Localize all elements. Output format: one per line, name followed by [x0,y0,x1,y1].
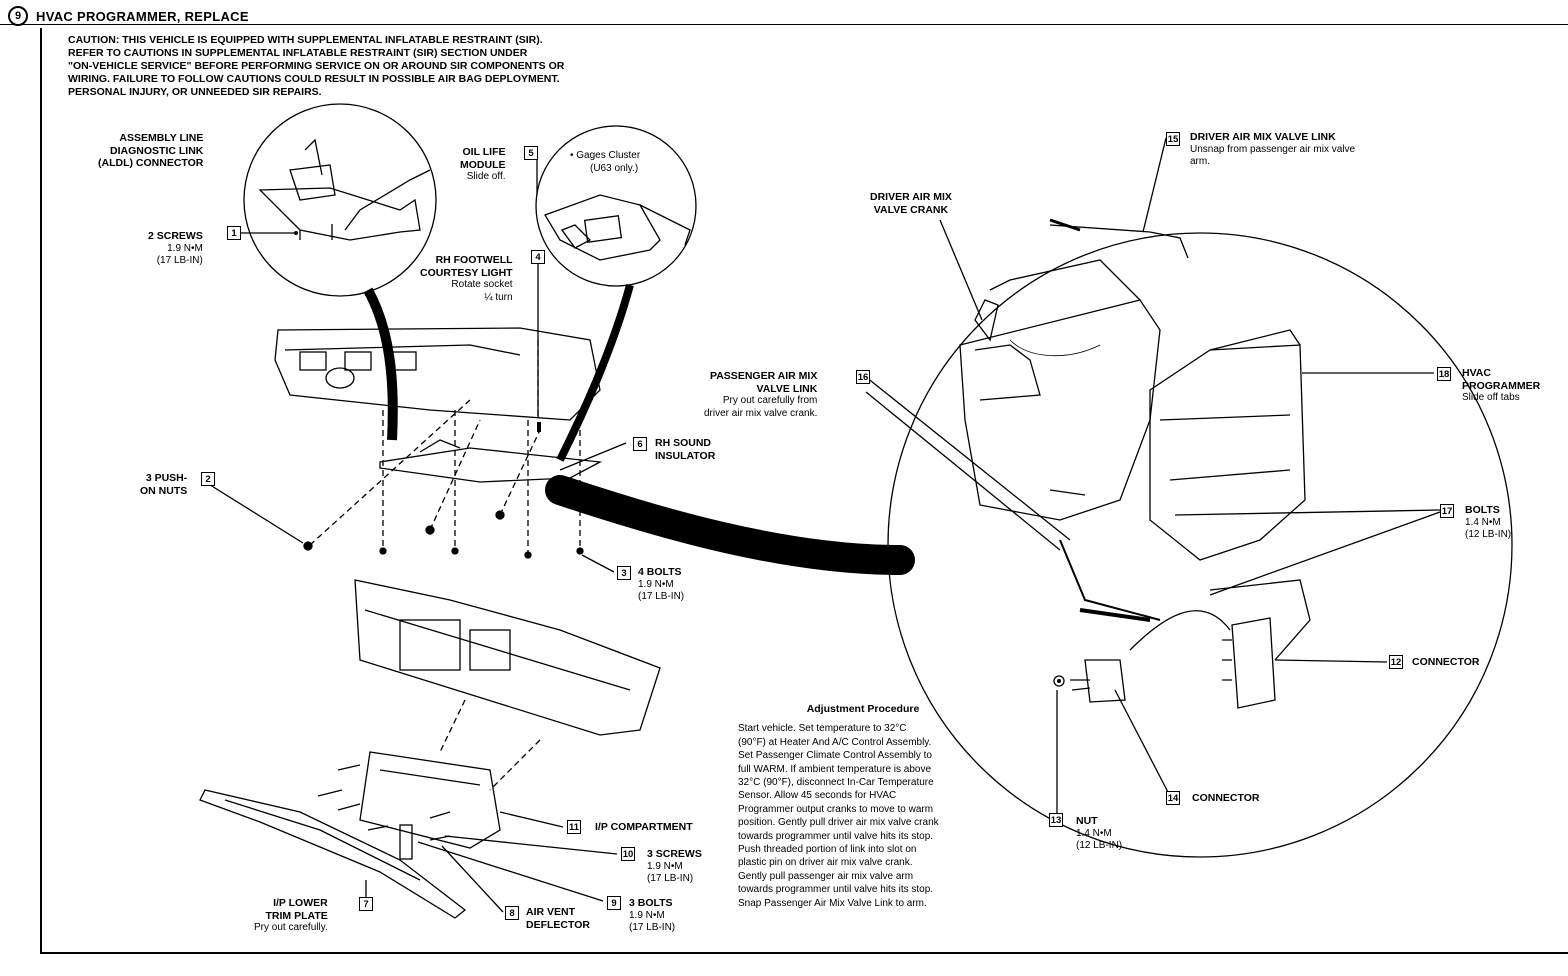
callout-17-number: 17 [1440,504,1454,518]
callout-10-number: 10 [621,847,635,861]
callout-3-label: 4 BOLTS 1.9 N•M (17 LB-IN) [638,566,685,602]
callout-11-label: I/P COMPARTMENT [595,821,693,833]
caution-text: CAUTION: THIS VEHICLE IS EQUIPPED WITH S… [68,34,565,98]
callout-15-label: DRIVER AIR MIX VALVE LINK Unsnap from pa… [1190,131,1356,167]
callout-9-label: 3 BOLTS 1.9 N•M (17 LB-IN) [629,897,676,933]
callout-18-label: HVAC PROGRAMMER Slide off tabs [1462,367,1541,403]
oil-life-detail-circle [535,125,697,287]
callout-15-number: 15 [1166,132,1180,146]
section-title: HVAC PROGRAMMER, REPLACE [36,8,249,24]
callout-7-label: I/P LOWER TRIM PLATE Pry out carefully. [254,897,328,933]
callout-5-label: OIL LIFE MODULE Slide off. [460,146,506,182]
driver-crank-label: DRIVER AIR MIX VALVE CRANK [870,191,952,216]
callout-1-label: 2 SCREWS 1.9 N•M (17 LB-IN) [148,230,203,266]
callout-13-number: 13 [1049,813,1063,827]
callout-7-number: 7 [359,897,373,911]
aldl-detail-circle [243,103,437,297]
callout-14-number: 14 [1166,791,1180,805]
callout-6-number: 6 [633,437,647,451]
aldl-connector-label: ASSEMBLY LINE DIAGNOSTIC LINK (ALDL) CON… [98,132,204,169]
callout-2-label: 3 PUSH- ON NUTS [140,472,188,497]
callout-17-label: BOLTS 1.4 N•M (12 LB-IN) [1465,504,1512,540]
callout-14-label: CONNECTOR [1192,792,1260,804]
section-number: 9 [8,6,28,26]
callout-11-number: 11 [567,820,581,834]
callout-12-number: 12 [1389,655,1403,669]
callout-8-label: AIR VENT DEFLECTOR [526,906,590,931]
callout-16-label: PASSENGER AIR MIX VALVE LINK Pry out car… [704,370,818,419]
hvac-detail-circle [887,232,1513,858]
gages-cluster-note: • Gages Cluster (U63 only.) [570,150,641,174]
callout-8-number: 8 [505,906,519,920]
callout-10-label: 3 SCREWS 1.9 N•M (17 LB-IN) [647,848,702,884]
callout-6-label: RH SOUND INSULATOR [655,437,716,462]
callout-12-label: CONNECTOR [1412,656,1480,668]
callout-2-number: 2 [201,472,215,486]
callout-4-number: 4 [531,250,545,264]
callout-16-number: 16 [856,370,870,384]
callout-4-label: RH FOOTWELL COURTESY LIGHT Rotate socket… [420,254,513,303]
callout-13-label: NUT 1.4 N•M (12 LB-IN) [1076,815,1123,851]
adjustment-procedure: Adjustment Procedure Start vehicle. Set … [738,703,988,910]
diagram-frame [40,28,1568,954]
header-rule [0,24,1568,25]
callout-3-number: 3 [617,566,631,580]
callout-1-number: 1 [227,226,241,240]
callout-5-number: 5 [524,146,538,160]
callout-18-number: 18 [1437,367,1451,381]
callout-9-number: 9 [607,896,621,910]
procedure-title: Adjustment Procedure [806,703,920,715]
section-header: 9 HVAC PROGRAMMER, REPLACE [8,6,249,26]
